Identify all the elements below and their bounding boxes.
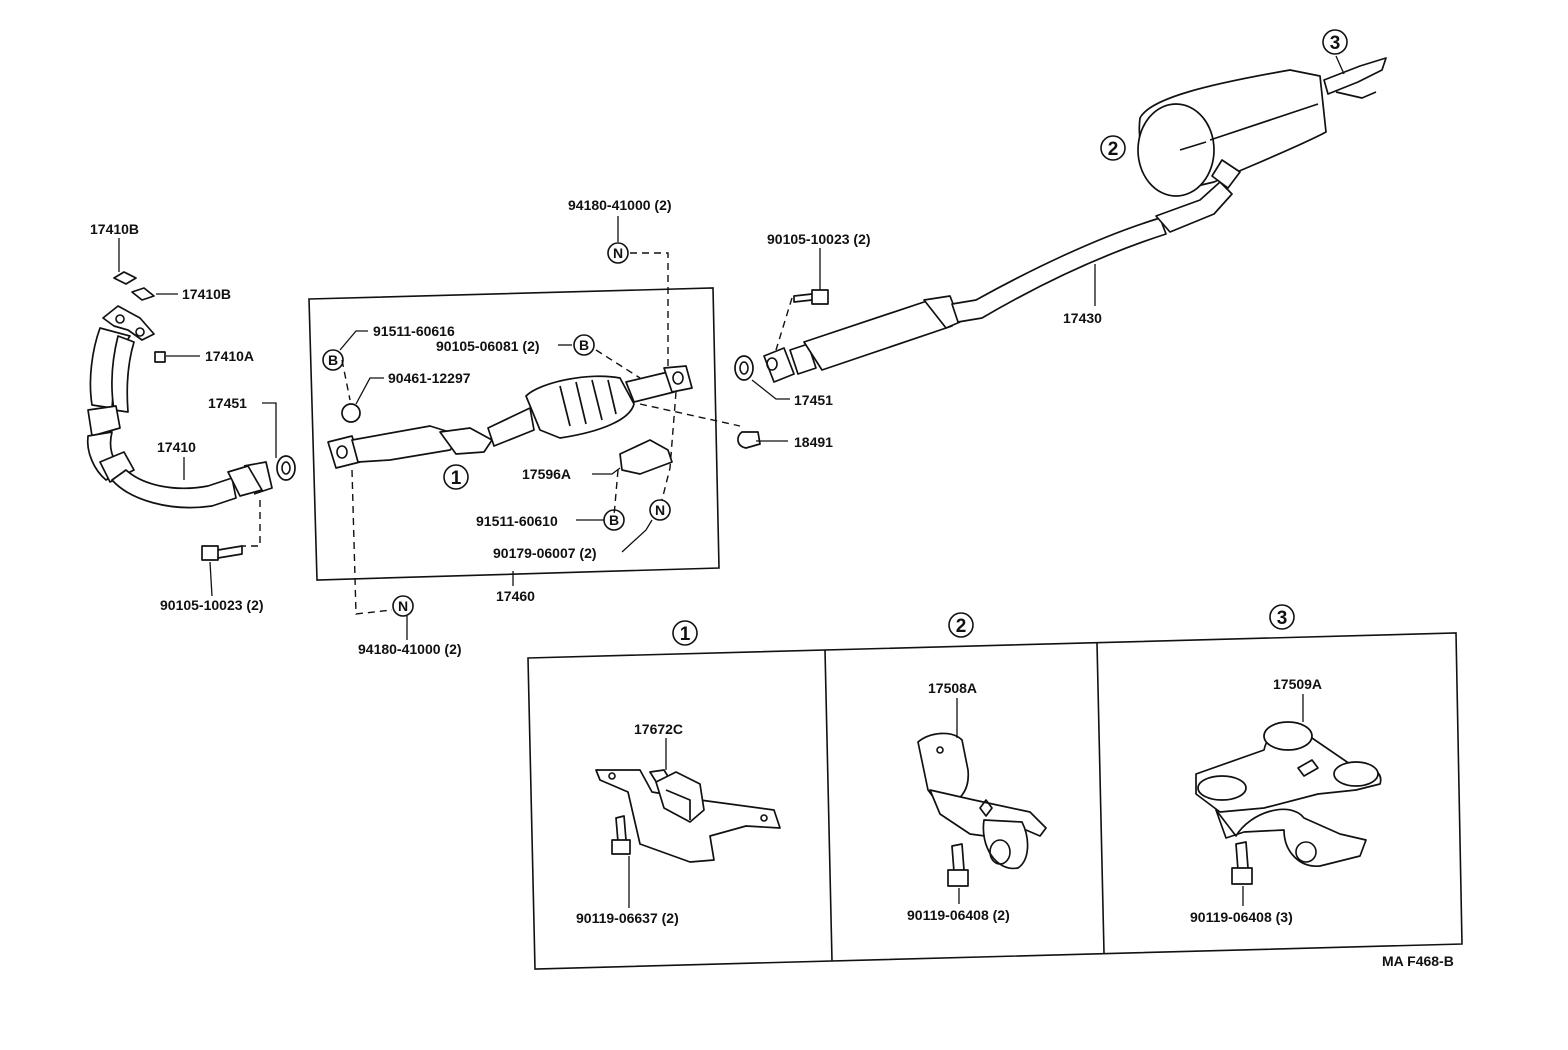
label-18491: 18491 (794, 434, 833, 450)
label-17451-right: 17451 (794, 392, 833, 408)
diagram-code: MA F468-B (1382, 953, 1454, 969)
gasket-17451-left (276, 455, 296, 481)
label-90119-06408-3: 90119-06408 (3) (1190, 909, 1293, 925)
letter-callout-b-upper-right: B (573, 334, 595, 356)
bracket-17672c (595, 769, 781, 863)
gasket-17410b-upper (113, 271, 137, 285)
bolt-90105-left (201, 545, 243, 561)
label-90119-06637: 90119-06637 (2) (576, 910, 679, 926)
label-17410: 17410 (157, 439, 196, 455)
label-91511-60616: 91511-60616 (373, 323, 455, 339)
letter-callout-b-upper-left: B (322, 349, 344, 371)
svg-text:B: B (609, 512, 619, 528)
center-exhaust-pipe (763, 181, 1233, 383)
svg-text:N: N (613, 245, 623, 261)
bolt-90119-06637 (611, 815, 631, 855)
circle-callout-2: 2 (1100, 135, 1126, 161)
leader-lines (118, 55, 1345, 640)
bolt-90105-right (793, 289, 829, 305)
svg-text:1: 1 (451, 468, 462, 489)
label-91511-60610: 91511-60610 (476, 513, 558, 529)
dashed-lines (242, 252, 793, 615)
letter-callout-n-bottom: N (392, 595, 414, 617)
svg-text:2: 2 (1108, 139, 1119, 160)
bolt-90119-06408-panel2 (947, 843, 969, 887)
label-17460: 17460 (496, 588, 535, 604)
label-17410b-top: 17410B (90, 221, 139, 237)
svg-text:B: B (579, 337, 589, 353)
label-17430: 17430 (1063, 310, 1102, 326)
label-94180-41000-top: 94180-41000 (2) (568, 197, 672, 213)
bracket-detail-panels (527, 632, 1463, 970)
gasket-17410b-lower (131, 287, 155, 301)
label-90179-06007: 90179-06007 (2) (493, 545, 597, 561)
bolt-90119-06408-panel3 (1231, 841, 1253, 885)
label-94180-41000-bottom: 94180-41000 (2) (358, 641, 462, 657)
circle-callout-3-panel: 3 (1269, 604, 1295, 630)
circle-callout-1-panel: 1 (672, 620, 698, 646)
letter-callout-n-top: N (607, 242, 629, 264)
label-17509a: 17509A (1273, 676, 1322, 692)
letter-callout-b-lower: B (603, 509, 625, 531)
gasket-17451-right (734, 355, 754, 381)
svg-text:2: 2 (956, 616, 967, 637)
label-17508a: 17508A (928, 680, 977, 696)
converter-assembly-box (308, 287, 720, 581)
label-17451-left: 17451 (208, 395, 247, 411)
label-90119-06408-2: 90119-06408 (2) (907, 907, 1010, 923)
svg-text:1: 1 (680, 624, 691, 645)
label-90105-10023-left: 90105-10023 (2) (160, 597, 264, 613)
nut-17410a (154, 351, 166, 363)
label-17410b-mid: 17410B (182, 286, 231, 302)
label-17672c: 17672C (634, 721, 683, 737)
letter-callout-n-right: N (649, 499, 671, 521)
svg-text:N: N (655, 502, 665, 518)
circle-callout-1: 1 (443, 464, 469, 490)
svg-text:N: N (398, 598, 408, 614)
bracket-17509a (1195, 721, 1382, 867)
svg-text:3: 3 (1277, 608, 1288, 629)
circle-callout-2-panel: 2 (948, 612, 974, 638)
label-90105-06081: 90105-06081 (2) (436, 338, 540, 354)
label-17410a: 17410A (205, 348, 254, 364)
svg-text:B: B (328, 352, 338, 368)
catalytic-converter (327, 365, 693, 469)
label-17596a: 17596A (522, 466, 571, 482)
heat-shield-17596a (619, 439, 673, 475)
clamp-18491 (737, 431, 761, 449)
gasket-90461 (341, 403, 361, 423)
label-90105-10023-right: 90105-10023 (2) (767, 231, 871, 247)
circle-callout-3: 3 (1322, 29, 1348, 55)
bracket-17508a (917, 732, 1047, 870)
svg-text:3: 3 (1330, 33, 1341, 54)
tail-muffler (1137, 57, 1387, 197)
front-exhaust-pipe (86, 305, 273, 509)
label-90461-12297: 90461-12297 (388, 370, 471, 386)
